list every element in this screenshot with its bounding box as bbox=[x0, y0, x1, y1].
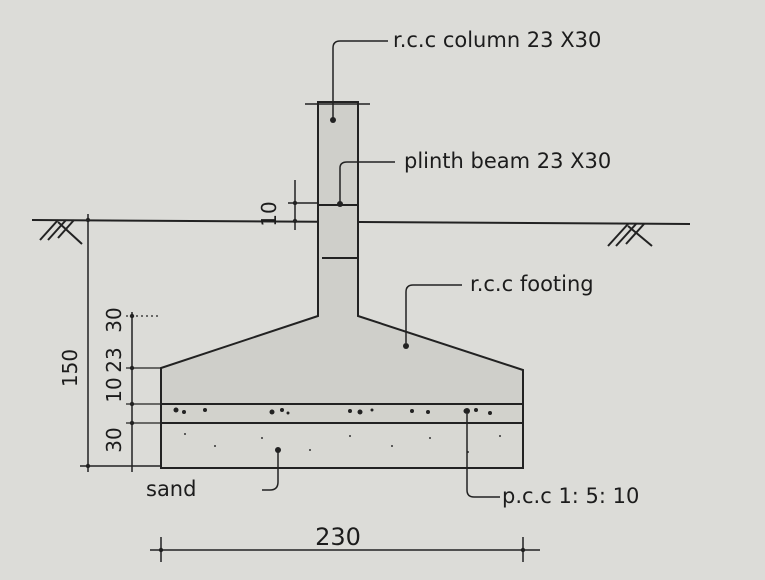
sand-leader-dot bbox=[275, 447, 281, 453]
layer-a-dim: 10 bbox=[102, 377, 126, 402]
footing-top-dim: 30 bbox=[102, 307, 126, 332]
footing-leader-dot bbox=[403, 343, 409, 349]
pcc-leader bbox=[466, 414, 500, 498]
rcc-footing bbox=[160, 101, 524, 405]
sand-bed bbox=[160, 422, 524, 469]
pcc-leader-dot bbox=[464, 408, 470, 414]
plinth-leader-dot bbox=[337, 201, 343, 207]
width-tick-right bbox=[520, 547, 526, 553]
pcc-aggregate bbox=[173, 407, 492, 415]
pcc-label: p.c.c 1: 5: 10 bbox=[502, 484, 639, 508]
plinth-beam-label: plinth beam 23 X30 bbox=[404, 149, 611, 173]
width-tick-left bbox=[158, 547, 164, 553]
ground-hatch-left bbox=[39, 219, 83, 245]
total-depth-dim: 150 bbox=[58, 349, 82, 387]
ground-line bbox=[31, 219, 691, 225]
plinth-offset-tick-top bbox=[292, 200, 298, 206]
plinth-offset-dim: 10 bbox=[257, 201, 281, 226]
pcc-layer bbox=[160, 403, 524, 424]
layer-tick-1 bbox=[129, 313, 135, 319]
footing-label: r.c.c footing bbox=[470, 272, 594, 296]
layer-tick-3 bbox=[129, 401, 135, 407]
depth-tick-bottom bbox=[85, 463, 91, 469]
sand-leader bbox=[262, 452, 279, 491]
layer-b-dim: 30 bbox=[102, 427, 126, 452]
column-leader bbox=[332, 40, 388, 118]
width-dim: 230 bbox=[315, 523, 361, 551]
depth-tick-top bbox=[85, 217, 91, 223]
plinth-leader bbox=[339, 161, 395, 202]
column-leader-dot bbox=[330, 117, 336, 123]
ground-hatch-right bbox=[607, 223, 653, 247]
plinth-offset-tick-bottom bbox=[292, 218, 298, 224]
layer-tick-4 bbox=[129, 420, 135, 426]
sand-label: sand bbox=[146, 477, 196, 501]
column-label: r.c.c column 23 X30 bbox=[393, 28, 601, 52]
layer-tick-2 bbox=[129, 365, 135, 371]
footing-mid-dim: 23 bbox=[102, 347, 126, 372]
footing-leader bbox=[405, 284, 462, 343]
